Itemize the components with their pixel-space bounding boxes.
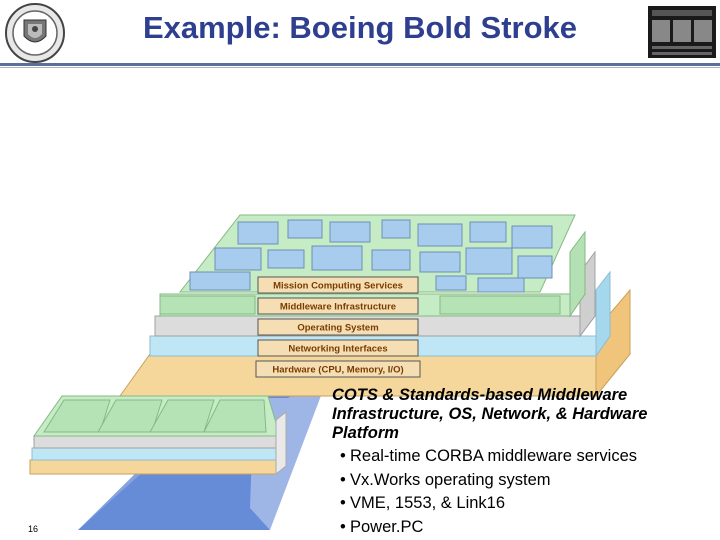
layer-label-mission-text: Mission Computing Services	[273, 281, 403, 292]
small-platform	[29, 395, 287, 476]
layer-label-network-text: Networking Interfaces	[288, 344, 387, 355]
institute-logo-icon	[648, 6, 716, 58]
layer-label-os-text: Operating System	[297, 323, 378, 334]
page-number: 16	[28, 524, 39, 534]
layer-label-network: Networking Interfaces	[257, 339, 419, 357]
list-item-text: VME, 1553, & Link16	[350, 494, 506, 512]
list-item-text: Vx.Works operating system	[350, 470, 551, 489]
mission-surface	[178, 214, 576, 293]
layer-label-middleware-text: Middleware Infrastructure	[280, 302, 396, 313]
list-item: •Vx.Works operating system	[340, 470, 551, 489]
layer-label-middleware: Middleware Infrastructure	[257, 297, 419, 315]
university-seal-icon	[5, 3, 65, 63]
layer-label-mission: Mission Computing Services	[257, 276, 419, 294]
layer-label-os: Operating System	[257, 318, 419, 336]
title-rule-thin	[0, 67, 720, 68]
feature-list: •Real-time CORBA middleware services •Vx…	[340, 446, 715, 540]
layered-architecture-diagram: Mission Computing Services Middleware In…	[29, 214, 632, 530]
title-rule	[0, 63, 720, 66]
list-item-text: Real-time CORBA middleware services	[350, 447, 638, 465]
slide-title: Example: Boeing Bold Stroke	[142, 10, 578, 45]
list-item: •Power.PC	[340, 517, 424, 536]
list-item: •VME, 1553, & Link16	[340, 494, 506, 512]
layer-label-hardware-text: Hardware (CPU, Memory, I/O)	[272, 365, 403, 376]
list-item-text: Power.PC	[350, 517, 424, 536]
platform-caption: COTS & Standards-based Middleware Infras…	[332, 386, 648, 442]
list-item: •Real-time CORBA middleware services	[340, 447, 638, 465]
layer-label-hardware: Hardware (CPU, Memory, I/O)	[255, 360, 421, 378]
